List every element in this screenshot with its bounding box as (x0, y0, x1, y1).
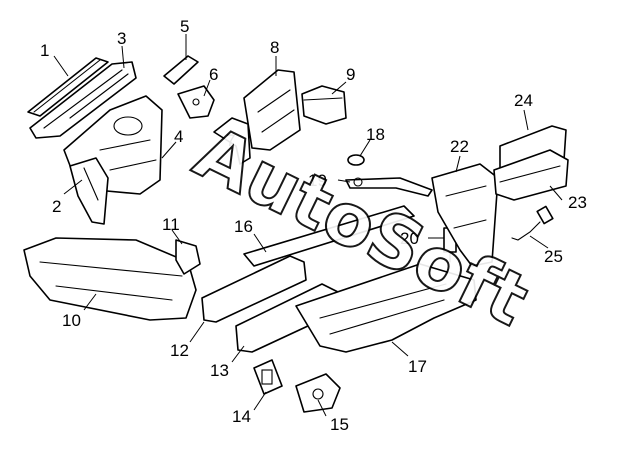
callout-16: 16 (234, 217, 253, 236)
callout-18: 18 (366, 125, 385, 144)
part-19-linkage (345, 177, 433, 197)
callout-22: 22 (450, 137, 469, 156)
part-5-bracket (163, 55, 199, 85)
callout-6: 6 (209, 65, 218, 84)
part-12-rail (201, 255, 307, 323)
callout-8: 8 (270, 38, 279, 57)
callout-15: 15 (330, 415, 349, 434)
callout-2: 2 (52, 197, 61, 216)
leader-lines (53, 34, 563, 417)
callout-4: 4 (174, 127, 183, 146)
part-18-grommet (347, 154, 365, 166)
callout-9: 9 (346, 65, 355, 84)
part-23-box (493, 149, 569, 201)
part-8-panel (243, 69, 301, 151)
part-16-crossmember (243, 205, 415, 267)
part-25-sensor (511, 205, 554, 241)
part-15-mount (295, 373, 341, 413)
part-9-cover (301, 85, 347, 125)
callout-11: 11 (162, 215, 180, 234)
part-14-plate (253, 359, 283, 395)
part-3-member (29, 61, 137, 139)
callout-20: 20 (400, 229, 419, 248)
part-22-reservoir (431, 163, 499, 267)
callout-7: 7 (226, 131, 235, 150)
part-1-rail (27, 57, 109, 117)
callout-3: 3 (117, 29, 126, 48)
callout-14: 14 (232, 407, 251, 426)
part-10-undertray (23, 237, 197, 321)
part-2-panel (69, 157, 109, 225)
callout-25: 25 (544, 247, 563, 266)
callout-19: 19 (308, 171, 327, 190)
callout-labels: 1 2 3 4 5 6 7 8 9 10 11 12 13 14 15 16 1… (40, 17, 587, 434)
callout-17: 17 (408, 357, 427, 376)
callout-10: 10 (62, 311, 81, 330)
part-6-bracket (177, 85, 215, 119)
callout-24: 24 (514, 91, 533, 110)
part-11-bracket (175, 239, 201, 275)
part-17-frame (295, 263, 477, 353)
callout-12: 12 (170, 341, 189, 360)
callout-13: 13 (210, 361, 229, 380)
callout-5: 5 (180, 17, 189, 36)
callout-23: 23 (568, 193, 587, 212)
part-7-shield (213, 117, 251, 165)
callout-1: 1 (40, 41, 49, 60)
